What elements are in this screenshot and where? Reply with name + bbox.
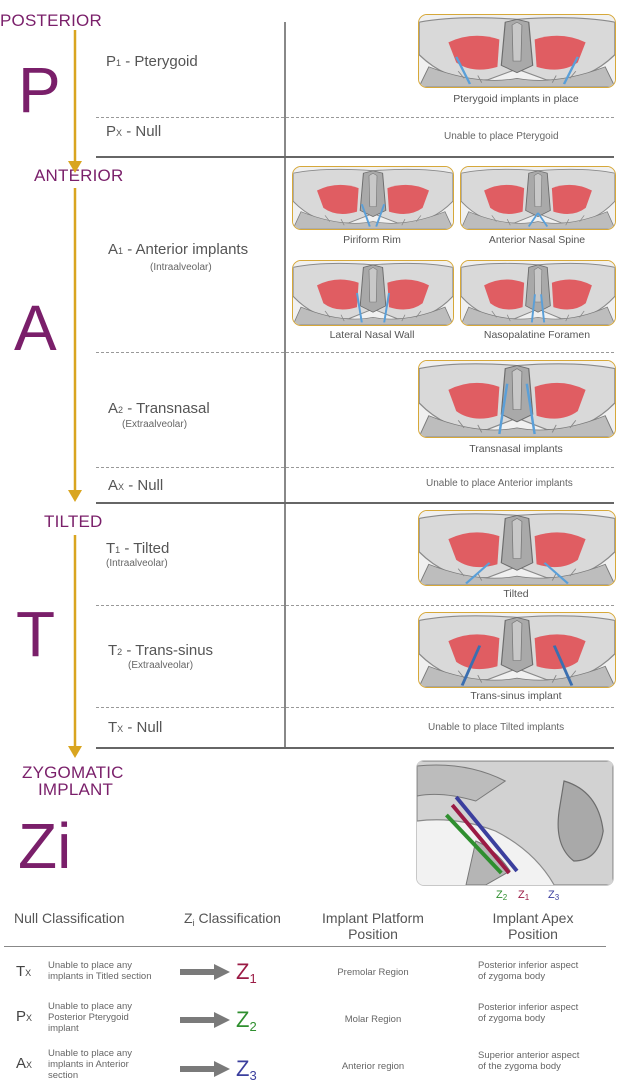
panel-piriform-rim: [292, 166, 454, 230]
caption-tilted: Tilted: [503, 588, 529, 600]
table-row-z: Z3: [236, 1056, 257, 1084]
table-row-code: PX: [16, 1008, 33, 1025]
stage-label-posterior: POSTERIOR: [0, 11, 102, 30]
table-row-code: TX: [16, 963, 32, 980]
option-a2: A2 - Transnasal: [108, 400, 210, 417]
divider-solid: [96, 156, 614, 158]
option-a1: A1 - Anterior implants: [108, 241, 249, 258]
panel-pterygoid: [418, 14, 616, 88]
panel-nasopalatine-foramen: [460, 260, 616, 326]
table-row-z: Z2: [236, 1007, 257, 1035]
divider-solid: [96, 747, 614, 749]
caption-transnasal: Transnasal implants: [469, 443, 563, 455]
option-tx: TX - Null: [108, 719, 163, 736]
divider-dashed: [96, 467, 614, 468]
table-row-platform: Anterior region: [341, 1061, 405, 1072]
caption-anterior-nasal-spine: Anterior Nasal Spine: [488, 234, 586, 246]
panel-transnasal: [418, 360, 616, 438]
column-divider: [284, 22, 286, 748]
option-a2-paren: (Extraalveolar): [122, 419, 188, 430]
divider-dashed: [96, 352, 614, 353]
table-header-divider: [4, 946, 606, 947]
option-px: PX - Null: [106, 123, 162, 140]
option-a1-paren: (Intraalveolar): [150, 262, 212, 273]
table-row-platform: Molar Region: [344, 1014, 402, 1025]
stage-label-zygomatic: ZYGOMATIC: [22, 763, 124, 782]
flow-arrows: [68, 30, 82, 758]
stage-letter-t: T: [16, 598, 56, 670]
divider-dashed: [96, 117, 614, 118]
caption-pterygoid: Pterygoid implants in place: [453, 93, 579, 105]
stage-letter-a: A: [14, 292, 57, 364]
caption-trans-sinus: Trans-sinus implant: [470, 690, 562, 702]
panel-trans-sinus: [418, 612, 616, 688]
note-px: Unable to place Pterygoid: [444, 131, 559, 142]
option-t1-paren: (Intraalveolar): [106, 558, 168, 569]
option-t1: T1 - Tilted: [106, 540, 170, 557]
caption-nasopalatine-foramen: Nasopalatine Foramen: [483, 329, 591, 341]
arrow-right-icon: [180, 1012, 230, 1028]
caption-piriform-rim: Piriform Rim: [343, 234, 401, 246]
arrow-right-icon: [180, 964, 230, 980]
header-zi-classification: Zi Classification: [184, 910, 281, 928]
note-tx: Unable to place Tilted implants: [428, 722, 565, 733]
header-null-classification: Null Classification: [14, 910, 125, 926]
note-ax: Unable to place Anterior implants: [426, 478, 573, 489]
panel-anterior-nasal-spine: [460, 166, 616, 230]
caption-lateral-nasal-wall: Lateral Nasal Wall: [329, 329, 415, 341]
table-row-code: AX: [16, 1055, 33, 1072]
panel-tilted: [418, 510, 616, 586]
option-p1: P1 - Pterygoid: [106, 53, 198, 70]
zygoma-label-z1: Z1: [518, 889, 530, 902]
stage-letter-zi: Zi: [18, 810, 72, 882]
zygoma-label-z2: Z2: [496, 889, 508, 902]
zygoma-label-z3: Z3: [548, 889, 560, 902]
arrow-right-icon: [180, 1061, 230, 1077]
option-ax: AX - Null: [108, 477, 164, 494]
option-t2-paren: (Extraalveolar): [128, 660, 194, 671]
panel-lateral-nasal-wall: [292, 260, 454, 326]
stage-label-implant: IMPLANT: [38, 780, 114, 799]
divider-dashed: [96, 707, 614, 708]
stage-letter-p: P: [18, 54, 61, 126]
panel-zygomatic: [416, 760, 614, 886]
divider-dashed: [96, 605, 614, 606]
divider-solid: [96, 502, 614, 504]
option-t2: T2 - Trans-sinus: [108, 642, 214, 659]
stage-label-tilted: TILTED: [44, 512, 103, 531]
table-row-platform: Premolar Region: [337, 967, 409, 978]
stage-label-anterior: ANTERIOR: [34, 166, 124, 185]
table-row-z: Z1: [236, 959, 257, 987]
